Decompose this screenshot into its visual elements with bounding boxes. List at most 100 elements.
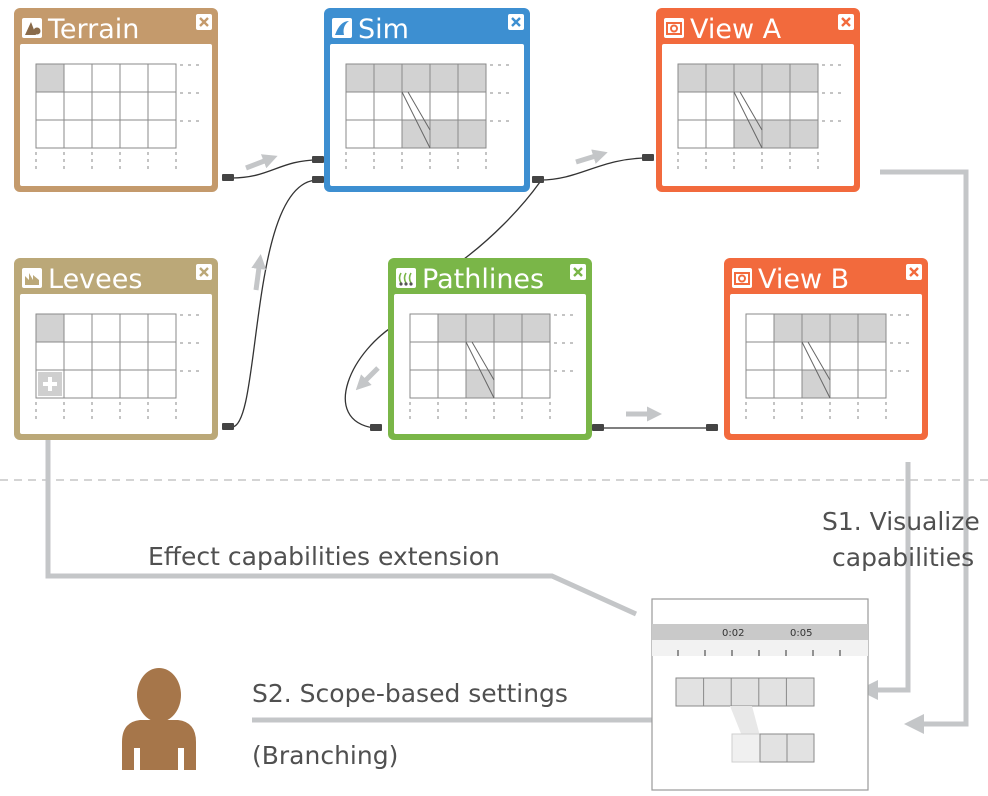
grid-cell	[857, 341, 887, 371]
flow-arrow	[575, 149, 608, 165]
plug[interactable]	[706, 424, 718, 431]
effect-arrow	[38, 412, 638, 617]
grid-cell	[35, 341, 65, 371]
grid-cell	[437, 341, 467, 371]
node-levees[interactable]: Levees	[14, 258, 218, 440]
grid-cell	[829, 313, 859, 343]
node-pathlines[interactable]: Pathlines	[388, 258, 592, 440]
capability-grid	[345, 63, 514, 172]
grid-cell	[733, 63, 763, 93]
grid-cell	[147, 119, 177, 149]
node-view-b[interactable]: View B	[724, 258, 928, 440]
wire-levees-sim[interactable]	[231, 179, 319, 428]
grid-cell	[35, 313, 65, 343]
plug[interactable]	[312, 156, 324, 163]
grid-cell	[521, 341, 551, 371]
grid-cell	[521, 369, 551, 399]
grid-cell	[147, 341, 177, 371]
branch-diagonal	[801, 341, 831, 399]
pathline-seed	[399, 282, 403, 286]
grid-cell	[119, 313, 149, 343]
capability-grid	[35, 313, 204, 422]
flow-arrow	[251, 254, 267, 291]
grid-cell	[119, 341, 149, 371]
plug[interactable]	[222, 423, 234, 430]
node-title: View B	[758, 264, 849, 295]
grid-cell	[119, 91, 149, 121]
grid-cell	[705, 119, 735, 149]
timeline-tick-label: 0:02	[722, 628, 744, 639]
grid-cell	[91, 313, 121, 343]
camera-body	[666, 22, 682, 35]
grid-cell	[63, 341, 93, 371]
node-title: View A	[690, 14, 782, 45]
wire-sim-viewa[interactable]	[539, 157, 649, 181]
grid-cell	[429, 119, 459, 149]
terrain-blob	[33, 27, 41, 35]
close-icon	[511, 17, 521, 27]
capability-grid	[409, 313, 578, 422]
grid-cell	[745, 341, 775, 371]
close-button[interactable]	[838, 14, 854, 30]
grid-cell	[119, 369, 149, 399]
grid-cell	[429, 91, 459, 121]
plug[interactable]	[642, 154, 654, 161]
user-head	[137, 668, 181, 722]
grid-cell	[677, 91, 707, 121]
timeline-panel: 0:02 0:05	[651, 598, 869, 791]
grid-cell	[373, 119, 403, 149]
wire-terrain-sim[interactable]	[231, 159, 319, 179]
grid-cell	[493, 341, 523, 371]
node-title: Terrain	[47, 14, 139, 45]
camera-lens	[738, 274, 746, 283]
branch-diagonal	[733, 91, 763, 149]
close-button[interactable]	[196, 14, 212, 30]
grid-cell	[457, 91, 487, 121]
s2-label-line2: (Branching)	[252, 741, 398, 770]
node-sim[interactable]: Sim	[324, 8, 530, 192]
plug[interactable]	[312, 176, 324, 183]
close-button[interactable]	[196, 264, 212, 280]
plus-icon	[43, 377, 57, 391]
grid-cell	[345, 119, 375, 149]
plug[interactable]	[222, 174, 234, 181]
connections	[231, 157, 710, 429]
grid-cell	[733, 119, 763, 149]
close-button[interactable]	[906, 264, 922, 280]
close-icon	[199, 17, 209, 27]
wire-pathlines-loop[interactable]	[344, 321, 401, 429]
capability-grid	[745, 313, 914, 422]
grid-cell	[35, 91, 65, 121]
close-button[interactable]	[570, 264, 586, 280]
close-icon	[573, 267, 583, 277]
grid-cell	[829, 341, 859, 371]
capability-grid	[677, 63, 846, 172]
pathline-seed	[404, 282, 408, 286]
plug[interactable]	[370, 424, 382, 431]
grid-cell	[63, 63, 93, 93]
grid-cell	[63, 369, 93, 399]
node-view-a[interactable]: View A	[656, 8, 860, 192]
grid-cell	[409, 313, 439, 343]
grid-cell	[401, 63, 431, 93]
timeline-row-1[interactable]	[675, 677, 815, 707]
node-terrain[interactable]: Terrain	[14, 8, 218, 192]
pathline-stroke	[408, 272, 412, 284]
grid-cell	[147, 63, 177, 93]
add-capability-button[interactable]	[38, 372, 62, 396]
plug[interactable]	[592, 424, 604, 431]
grid-cell	[35, 119, 65, 149]
s1-arrow-short	[858, 462, 911, 700]
node-title: Pathlines	[422, 264, 544, 295]
grid-cell	[91, 91, 121, 121]
grid-cell	[789, 63, 819, 93]
close-button[interactable]	[508, 14, 524, 30]
grid-cell	[801, 369, 831, 399]
grid-cell	[677, 119, 707, 149]
plug[interactable]	[532, 176, 544, 183]
wire-sim-pathlines[interactable]	[459, 181, 541, 263]
grid-cell	[761, 91, 791, 121]
timeline-ruler	[652, 640, 868, 656]
grid-cell	[677, 63, 707, 93]
